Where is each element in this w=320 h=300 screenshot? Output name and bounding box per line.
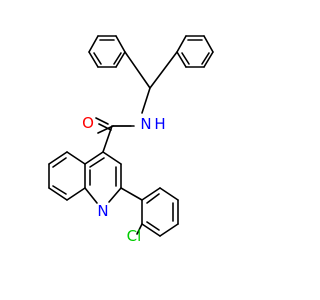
molecule-canvas: N H O N Cl <box>48 35 214 245</box>
amide-bonds <box>95 117 135 153</box>
phenyl-ring-left <box>88 35 126 68</box>
atom-labels: N H O N Cl <box>82 114 166 245</box>
methine-bonds <box>124 51 178 114</box>
quinoline-core <box>48 151 122 204</box>
amide-nitrogen-label: N <box>140 115 151 133</box>
phenyl-ring-right <box>176 35 214 68</box>
chlorine-label: Cl <box>127 227 142 245</box>
amide-hydrogen-label: H <box>154 115 165 133</box>
oxygen-label: O <box>82 114 94 132</box>
structure-diagram: N H O N Cl <box>48 35 214 245</box>
chlorophenyl-ring <box>120 187 179 237</box>
ring-nitrogen-label: N <box>97 202 108 220</box>
